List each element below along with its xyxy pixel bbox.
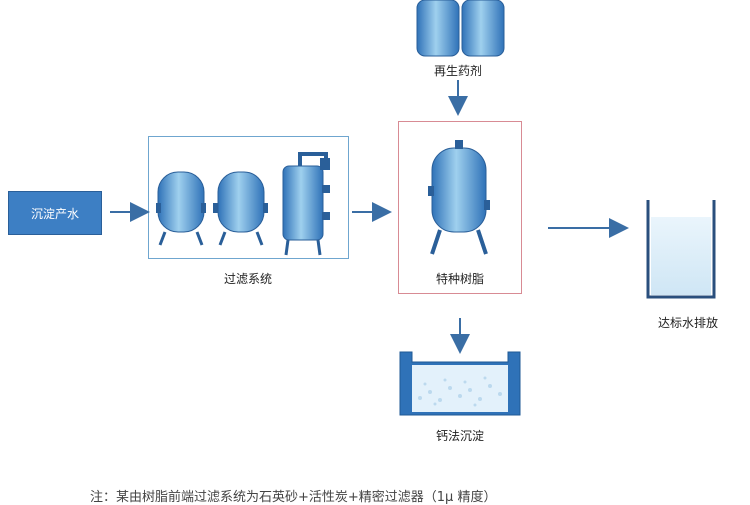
footnote: 注：某由树脂前端过滤系统为石英砂+活性炭+精密过滤器（1μ 精度） <box>90 490 497 505</box>
filter-tank-2-icon <box>213 171 268 246</box>
regenerant-label: 再生药剂 <box>433 64 482 78</box>
discharge-label: 达标水排放 <box>657 316 718 330</box>
special-resin-frame <box>398 121 522 294</box>
regenerant-drums-icon <box>416 0 505 57</box>
calcium-precip-label: 钙法沉淀 <box>435 429 484 443</box>
sedimentation-water-box: 沉淀产水 <box>8 191 102 235</box>
filter-tank-1-icon <box>156 171 206 246</box>
filter-system-label: 过滤系统 <box>223 272 272 286</box>
resin-tank-icon <box>428 140 490 255</box>
calcium-basin-icon <box>399 351 521 416</box>
filter-system-frame <box>148 136 349 259</box>
special-resin-label: 特种树脂 <box>435 272 484 286</box>
precision-filter-icon <box>282 152 330 256</box>
discharge-tank-icon <box>646 200 716 299</box>
sedimentation-water-label: 沉淀产水 <box>30 206 79 221</box>
